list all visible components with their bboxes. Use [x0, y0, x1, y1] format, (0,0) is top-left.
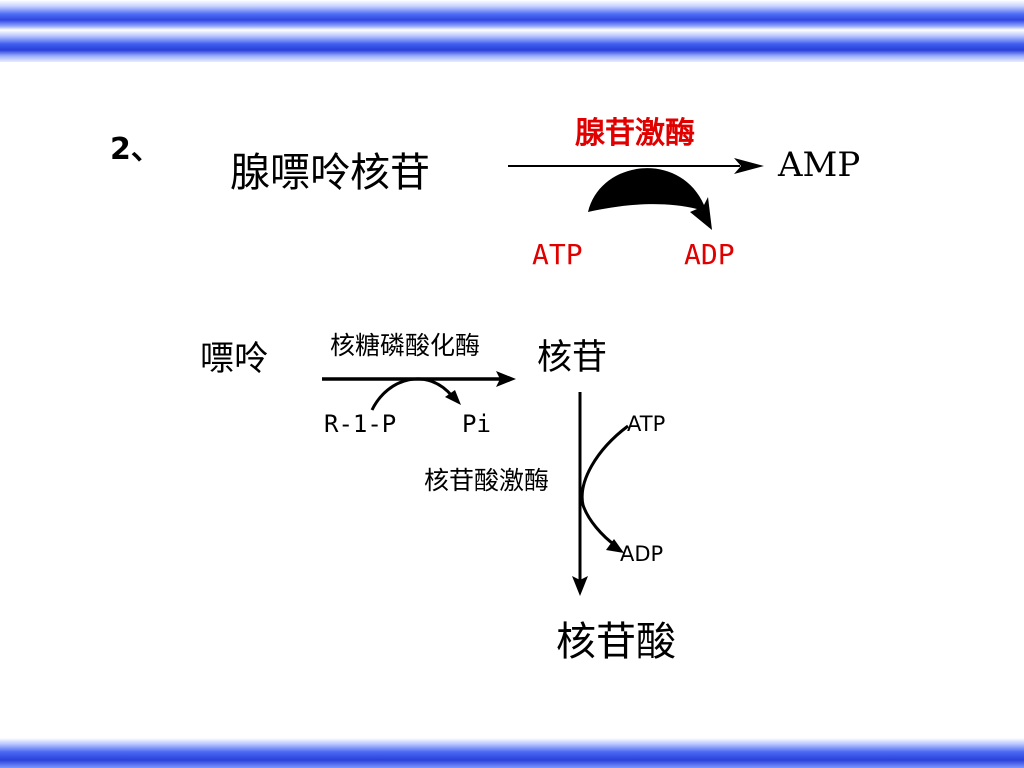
reaction1-product: AMP	[778, 145, 861, 185]
reaction2-substrate: 嘌呤	[200, 339, 268, 379]
item-number: 2、	[110, 132, 161, 167]
reaction3-main-arrowhead	[572, 576, 588, 596]
reaction3-cofactor-curve	[580, 424, 629, 548]
header-decorative-band	[0, 0, 1024, 62]
reaction3-cofactor-out: ADP	[620, 542, 664, 566]
reaction3-enzyme: 核苷酸激酶	[424, 466, 550, 495]
reaction1-cofactor-out: ADP	[684, 238, 735, 271]
reaction1-substrate: 腺嘌呤核苷	[230, 150, 430, 196]
reaction1-main-arrowhead	[734, 158, 764, 174]
footer-decorative-band	[0, 738, 1024, 768]
reaction2-cofactor-out: Pi	[462, 410, 491, 438]
reaction1-cofactor-curve	[588, 168, 712, 230]
reaction3-cofactor-arrowhead	[606, 539, 624, 553]
reaction2-enzyme: 核糖磷酸化酶	[330, 331, 481, 360]
reaction1-enzyme: 腺苷激酶	[575, 116, 695, 151]
reaction2-product: 核苷	[537, 338, 608, 378]
reaction2-cofactor-curve	[370, 377, 454, 411]
reaction1-cofactor-in: ATP	[532, 238, 583, 271]
reaction2-main-arrowhead	[496, 371, 516, 387]
reaction3-cofactor-in: ATP	[627, 412, 666, 436]
reaction3-product: 核苷酸	[556, 619, 676, 665]
reaction2-cofactor-in: R-1-P	[324, 410, 397, 438]
reaction2-cofactor-arrowhead	[445, 390, 461, 405]
